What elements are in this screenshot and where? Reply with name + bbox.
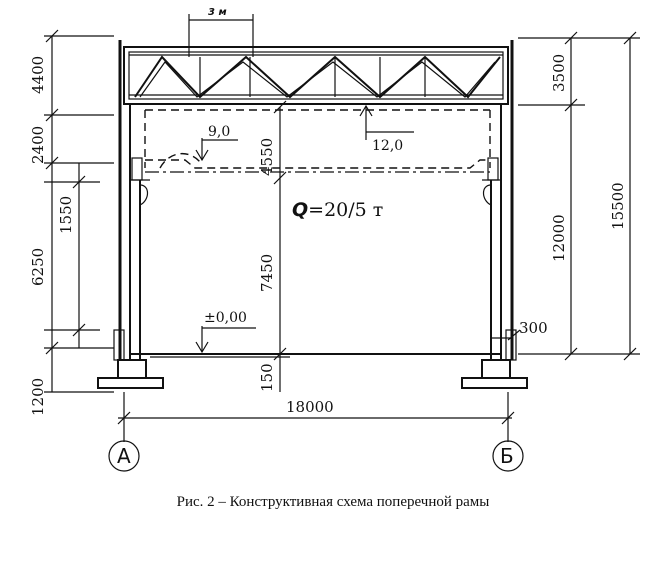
dim-left-4400: 4400: [29, 56, 47, 94]
right-dimension-chain: 3500 12000 15500: [518, 31, 640, 361]
dim-span-18000: 18000: [286, 398, 334, 416]
offset-dimension: 300: [490, 319, 548, 341]
right-foundation: [461, 359, 528, 389]
truss-bay-dimension: 3 м: [188, 7, 254, 57]
floor-line: [130, 353, 501, 358]
load-value: =20/5 т: [308, 199, 383, 221]
crane-load: Q=20/5 т: [292, 199, 383, 221]
roof-truss: [123, 46, 509, 105]
level-rail: 12,0: [372, 138, 403, 154]
elevation-crane: 9,0: [195, 124, 238, 162]
level-crane: 9,0: [208, 124, 230, 140]
left-column: [113, 40, 150, 361]
truss-bay-label: 3 м: [208, 7, 227, 18]
dim-inner-4550: 4550: [258, 138, 276, 176]
dim-right-15500: 15500: [609, 182, 627, 230]
dim-offset-300: 300: [519, 319, 548, 337]
load-symbol: Q: [292, 199, 308, 221]
axis-a-label: А: [117, 444, 131, 468]
dim-left-1200: 1200: [29, 378, 47, 416]
left-foundation: [97, 359, 164, 389]
span-dimension: 18000: [117, 392, 515, 436]
dim-right-12000: 12000: [550, 214, 568, 262]
elevation-rail: 12,0: [359, 104, 414, 154]
axis-b-label: Б: [500, 444, 514, 468]
crane-load-label: Q=20/5 т: [292, 199, 383, 221]
dim-inner-7450: 7450: [258, 254, 276, 292]
right-column: [482, 40, 517, 361]
crane: [144, 109, 491, 173]
left-dimension-chain: 4400 2400 1550 6250 1200: [29, 29, 114, 416]
dim-right-3500: 3500: [550, 54, 568, 92]
dim-left-2400: 2400: [29, 126, 47, 164]
elevation-floor: ±0,00: [195, 310, 256, 354]
dim-left-6250: 6250: [29, 248, 47, 286]
level-floor: ±0,00: [204, 310, 247, 326]
axis-b-marker: Б: [492, 436, 524, 472]
figure-caption: Рис. 2 – Конструктивная схема поперечной…: [176, 494, 490, 510]
axis-a-marker: А: [108, 436, 140, 472]
inner-dimension-chain: 4550 7450 150: [258, 100, 287, 392]
dim-inner-150: 150: [258, 363, 276, 392]
dim-left-1550: 1550: [57, 196, 75, 234]
